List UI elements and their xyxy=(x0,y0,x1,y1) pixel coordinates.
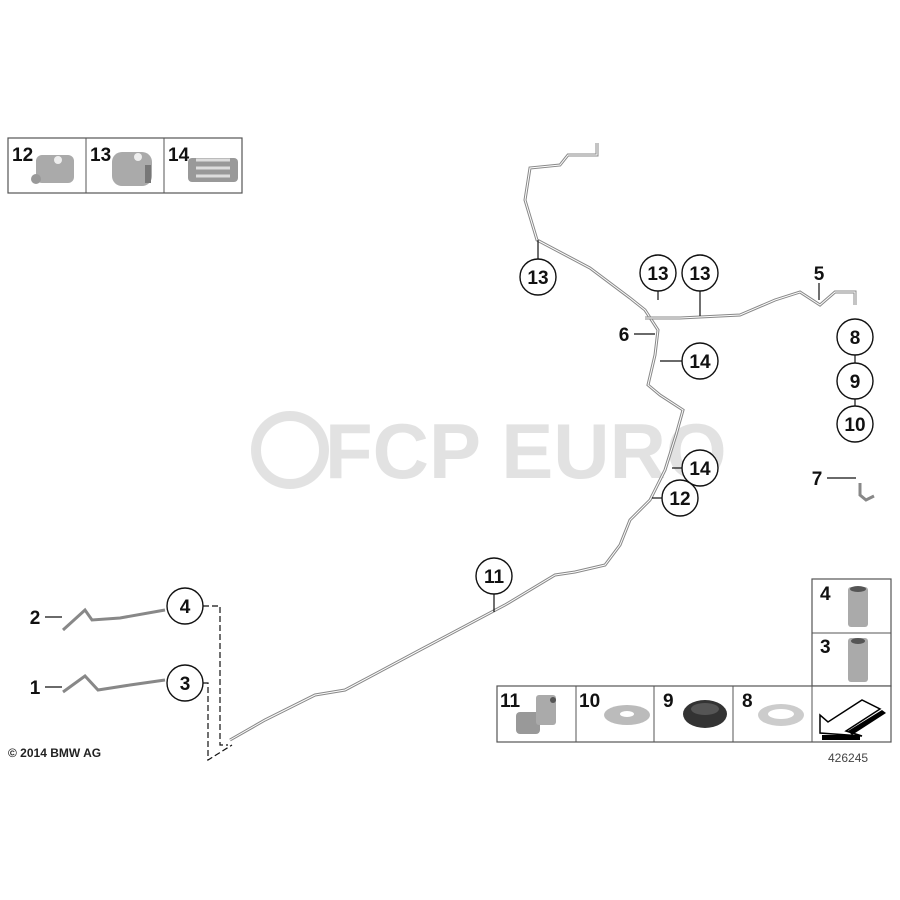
svg-text:3: 3 xyxy=(820,637,831,658)
svg-text:11: 11 xyxy=(500,691,521,712)
callout-2: 2 xyxy=(30,608,41,629)
svg-text:10: 10 xyxy=(844,415,865,436)
screw-fitting-icon-3 xyxy=(848,638,868,682)
svg-text:4: 4 xyxy=(820,584,831,605)
svg-text:4: 4 xyxy=(180,597,191,618)
copyright-text: © 2014 BMW AG xyxy=(8,746,101,760)
callout-13b: 13 xyxy=(639,254,677,292)
svg-text:11: 11 xyxy=(484,567,505,588)
diagram-number: 426245 xyxy=(828,751,868,765)
svg-text:8: 8 xyxy=(742,691,753,712)
svg-text:14: 14 xyxy=(168,145,190,166)
clip-icon-11 xyxy=(516,695,556,734)
svg-text:12: 12 xyxy=(12,145,33,166)
callout-14a: 14 xyxy=(681,342,719,380)
svg-text:14: 14 xyxy=(689,352,711,373)
grommet-icon-9 xyxy=(683,700,727,728)
watermark-text: FCP EURO xyxy=(325,407,727,495)
svg-text:13: 13 xyxy=(647,264,668,285)
clip-icon xyxy=(112,152,152,186)
callout-4: 4 xyxy=(166,587,204,625)
leader-lines xyxy=(45,240,856,762)
pipe-clip-icon xyxy=(188,158,238,182)
svg-text:8: 8 xyxy=(850,328,861,349)
svg-text:13: 13 xyxy=(90,145,111,166)
callout-14b: 14 xyxy=(681,449,719,487)
callout-9: 9 xyxy=(836,362,874,400)
svg-text:10: 10 xyxy=(579,691,600,712)
callout-5: 5 xyxy=(814,264,825,285)
callout-12: 12 xyxy=(661,479,699,517)
svg-text:13: 13 xyxy=(527,268,548,289)
callout-1: 1 xyxy=(30,678,41,699)
callout-8: 8 xyxy=(836,318,874,356)
callout-13c: 13 xyxy=(681,254,719,292)
svg-text:13: 13 xyxy=(689,264,710,285)
callout-10: 10 xyxy=(836,405,874,443)
callout-3: 3 xyxy=(166,664,204,702)
washer-icon-8 xyxy=(758,704,804,726)
clip-holder-icon xyxy=(31,155,74,184)
top-parts-legend: 12 13 14 xyxy=(7,137,243,194)
callout-6: 6 xyxy=(619,325,630,346)
svg-text:9: 9 xyxy=(663,691,674,712)
washer-icon-10 xyxy=(604,705,650,725)
callout-7: 7 xyxy=(812,469,823,490)
side-parts-legend: 4 3 xyxy=(811,578,892,687)
callout-13a: 13 xyxy=(519,258,557,296)
brake-pipe-main xyxy=(61,143,875,742)
svg-text:14: 14 xyxy=(689,459,711,480)
svg-text:12: 12 xyxy=(669,489,690,510)
direction-arrow-icon xyxy=(819,699,886,740)
screw-fitting-icon-4 xyxy=(848,586,868,627)
svg-text:9: 9 xyxy=(850,372,861,393)
svg-text:3: 3 xyxy=(180,674,191,695)
bottom-parts-legend: 11 10 9 8 xyxy=(496,685,892,743)
callout-11: 11 xyxy=(475,557,513,595)
watermark-logo: FCP EURO xyxy=(251,407,727,495)
